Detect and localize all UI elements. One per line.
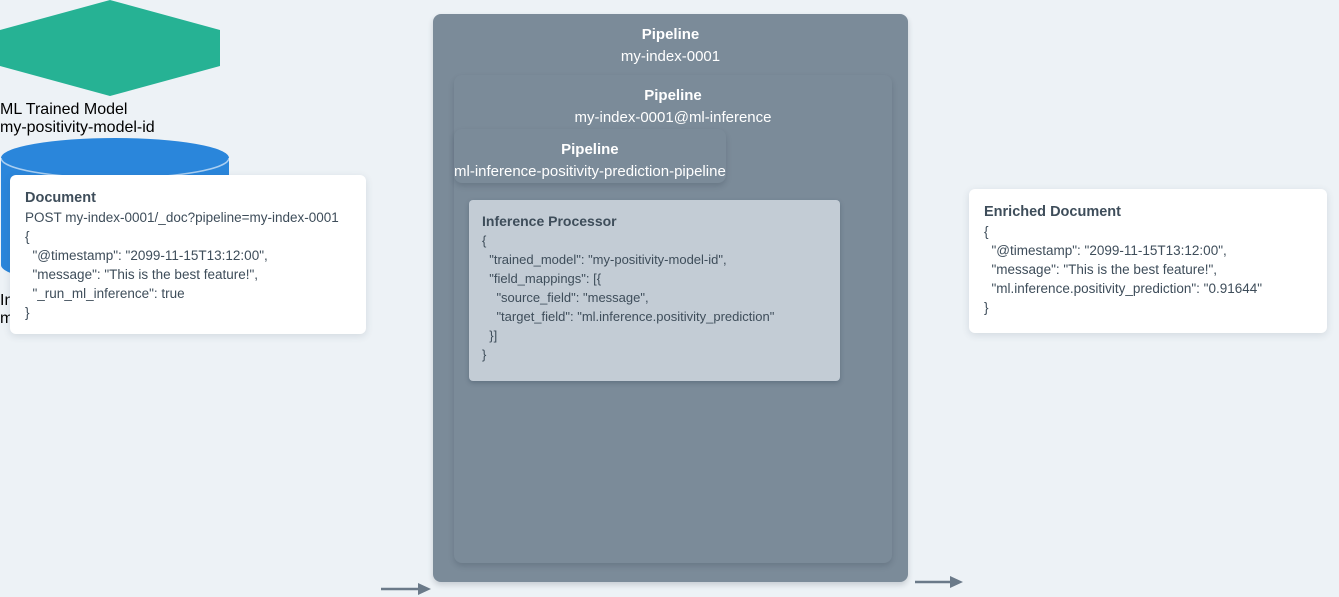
arrow-pipeline-to-enriched-document — [915, 576, 963, 588]
ml-model-hexagon — [0, 0, 1339, 101]
json-line: } — [984, 300, 989, 315]
json-line: "source_field": "message", — [482, 290, 649, 305]
arrow-document-to-pipeline — [381, 583, 431, 595]
json-line: { — [984, 224, 989, 239]
pipeline-outer-name: my-index-0001 — [620, 48, 721, 65]
pipeline-outer-header: Pipeline my-index-0001 — [433, 14, 908, 68]
json-line: } — [25, 305, 30, 320]
json-line: "@timestamp": "2099-11-15T13:12:00", — [25, 248, 268, 263]
json-line: "target_field": "ml.inference.positivity… — [482, 309, 775, 324]
json-line: "_run_ml_inference": true — [25, 286, 185, 301]
json-line: }] — [482, 328, 498, 343]
json-line: "trained_model": "my-positivity-model-id… — [482, 252, 727, 267]
pipeline-positivity-header: Pipeline ml-inference-positivity-predict… — [454, 129, 726, 183]
enriched-document-card: Enriched Document { "@timestamp": "2099-… — [969, 189, 1327, 333]
json-line: { — [482, 233, 487, 248]
inference-processor-block: Inference Processor { "trained_model": "… — [469, 200, 840, 381]
pipeline-ml-inference-header: Pipeline my-index-0001@ml-inference — [454, 75, 892, 129]
enriched-document-title: Enriched Document — [984, 204, 1121, 220]
json-line: "message": "This is the best feature!", — [984, 262, 1218, 277]
pipeline-outer-title: Pipeline — [641, 26, 700, 43]
inference-processor-title: Inference Processor — [482, 213, 617, 229]
document-card-title: Document — [25, 190, 96, 206]
pipeline-ml-inference-title: Pipeline — [644, 87, 702, 104]
json-line: POST my-index-0001/_doc?pipeline=my-inde… — [25, 210, 339, 225]
arrows-layer — [381, 576, 963, 595]
pipeline-positivity-name: ml-inference-positivity-prediction-pipel… — [454, 163, 726, 180]
json-line: { — [25, 229, 30, 244]
json-line: "@timestamp": "2099-11-15T13:12:00", — [984, 243, 1227, 258]
json-line: } — [482, 347, 487, 362]
ml-model-name: my-positivity-model-id — [0, 119, 155, 136]
json-line: "field_mappings": [{ — [482, 271, 602, 286]
pipeline-ml-inference-name: my-index-0001@ml-inference — [574, 109, 772, 126]
pipeline-box-outer: Pipeline my-index-0001 Pipeline my-index… — [433, 14, 908, 582]
pipeline-box-positivity: Pipeline ml-inference-positivity-predict… — [454, 129, 840, 381]
ml-model-title: ML Trained Model — [0, 101, 128, 118]
document-card: Document POST my-index-0001/_doc?pipelin… — [10, 175, 366, 334]
json-line: "ml.inference.positivity_prediction": "0… — [984, 281, 1263, 296]
pipeline-positivity-title: Pipeline — [561, 141, 619, 158]
pipeline-box-ml-inference: Pipeline my-index-0001@ml-inference Pipe… — [454, 75, 892, 563]
ml-model-label: ML Trained Model my-positivity-model-id — [0, 101, 1339, 137]
hexagon-shape — [0, 0, 220, 96]
json-line: "message": "This is the best feature!", — [25, 267, 259, 282]
